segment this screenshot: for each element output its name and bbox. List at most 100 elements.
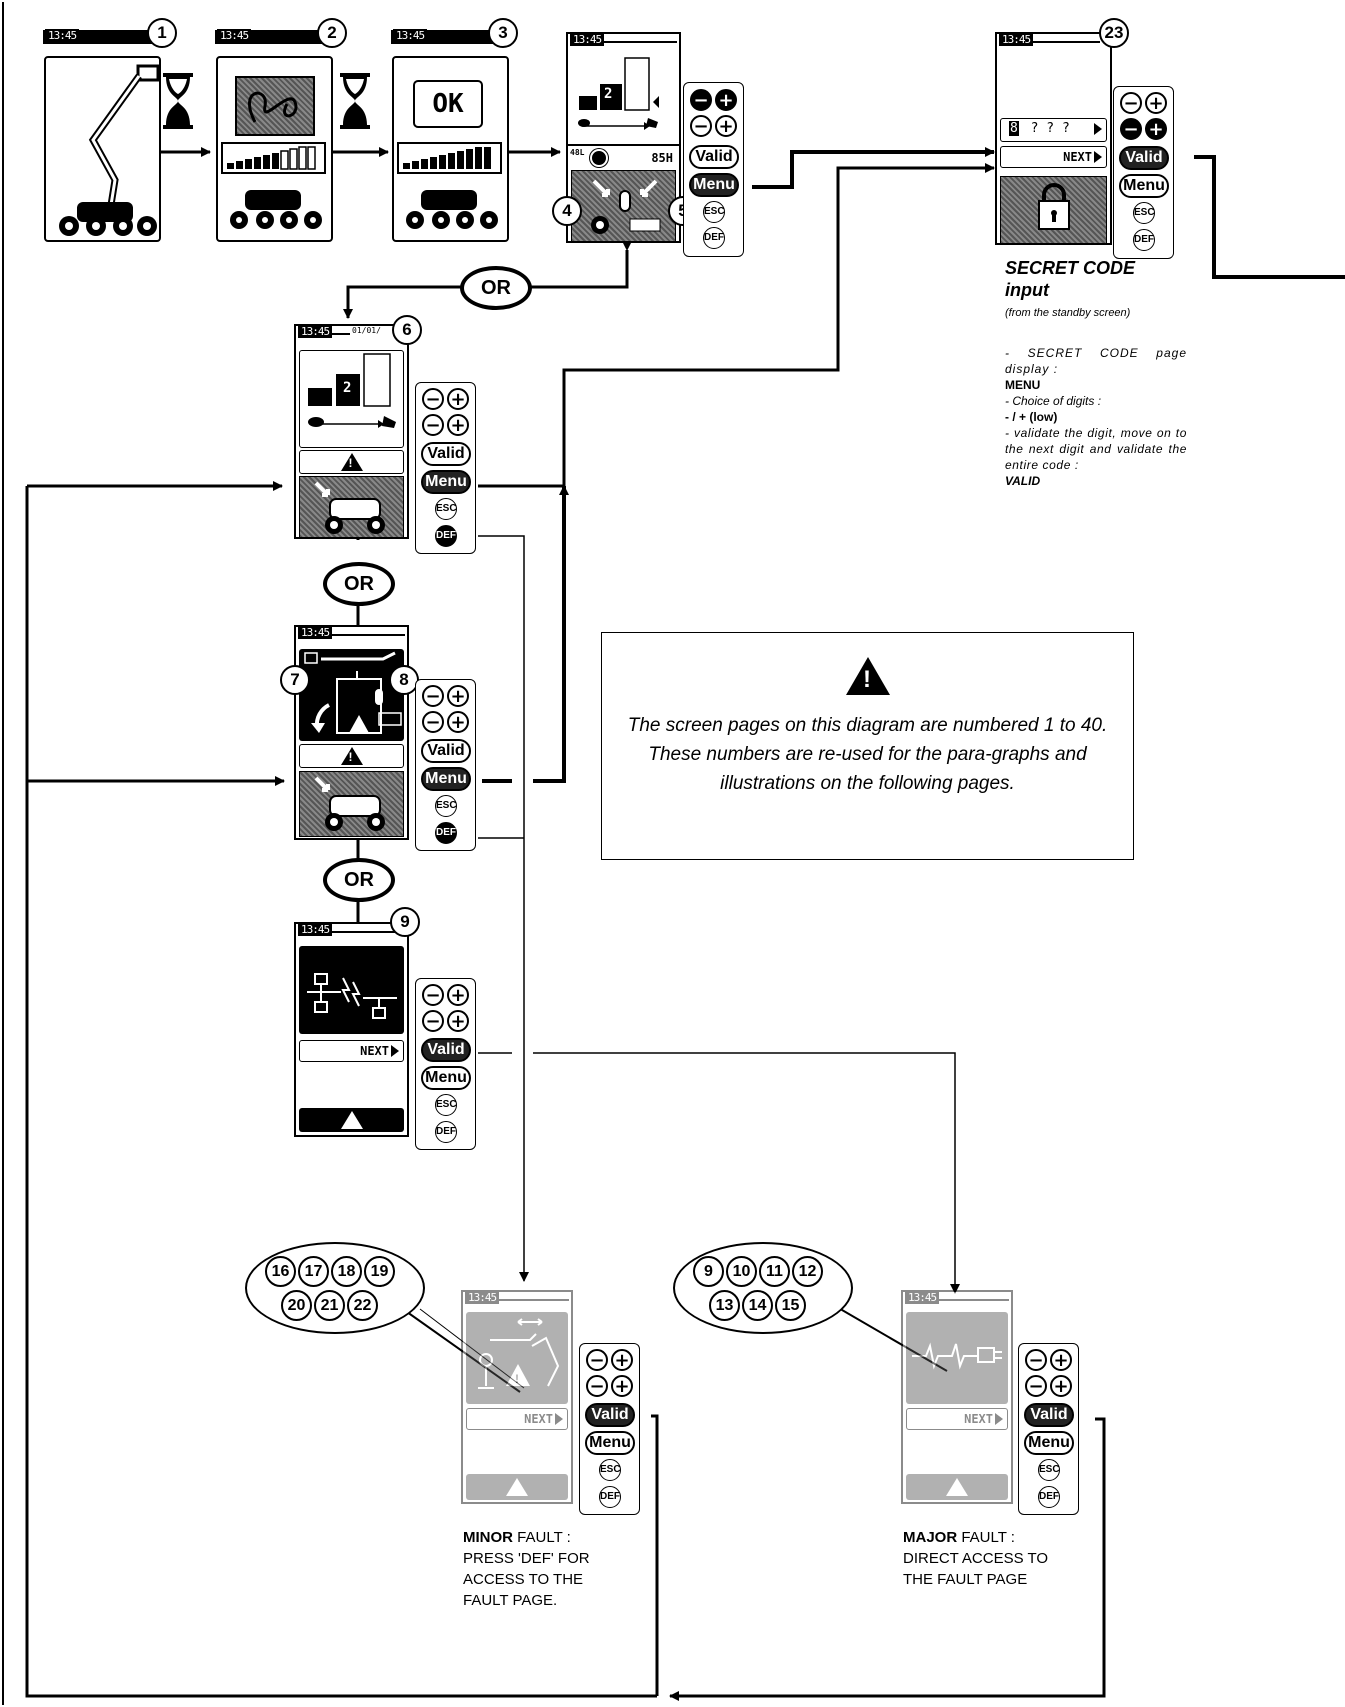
plus-key[interactable]: + <box>1050 1349 1072 1371</box>
major-label-rest: FAULT : <box>957 1529 1015 1546</box>
menu-button[interactable]: Menu <box>585 1431 635 1455</box>
minus-low-key[interactable]: − <box>422 414 444 436</box>
screen-1: 13:45 <box>43 29 161 242</box>
plus-low-key[interactable]: + <box>1050 1375 1072 1397</box>
warning-icon <box>340 453 363 471</box>
minus-key[interactable]: − <box>422 984 444 1006</box>
secret-code-title: SECRET CODE <box>1005 258 1136 278</box>
def-button[interactable]: DEF <box>435 1121 457 1143</box>
def-button[interactable]: DEF <box>703 227 725 249</box>
major-fault-caption: MAJOR FAULT : DIRECT ACCESS TO THE FAULT… <box>903 1527 1048 1590</box>
valid-button[interactable]: Valid <box>689 145 739 169</box>
minus-low-key[interactable]: − <box>1025 1375 1047 1397</box>
valid-button[interactable]: Valid <box>1024 1403 1074 1427</box>
secret-code-step-1-key: MENU <box>1005 378 1041 392</box>
minus-key[interactable]: − <box>1120 92 1142 114</box>
clock-label: 13:45 <box>45 29 80 42</box>
screen-ref: 14 <box>742 1290 773 1321</box>
minus-key[interactable]: − <box>1025 1349 1047 1371</box>
minus-key[interactable]: − <box>586 1349 608 1371</box>
or-to-6 <box>343 285 462 319</box>
esc-button[interactable]: ESC <box>1133 202 1155 224</box>
menu-button[interactable]: Menu <box>1119 174 1169 198</box>
esc-button[interactable]: ESC <box>435 1094 457 1116</box>
minus-low-key[interactable]: − <box>1120 118 1142 140</box>
aerial-lift-icon <box>59 64 160 236</box>
plus-key[interactable]: + <box>447 388 469 410</box>
next-button[interactable]: NEXT <box>299 1040 404 1062</box>
note-box: The screen pages on this diagram are num… <box>601 632 1134 860</box>
esc-button[interactable]: ESC <box>435 498 457 520</box>
menu-button[interactable]: Menu <box>689 173 739 197</box>
code-digits-pending: ? ? ? <box>1030 121 1070 136</box>
screen-number-2: 2 <box>317 18 347 48</box>
minus-low-key[interactable]: − <box>422 711 444 733</box>
menu-button[interactable]: Menu <box>421 1066 471 1090</box>
secret-code-step-3-key: VALID <box>1005 474 1041 488</box>
screen-ref: 12 <box>792 1256 823 1287</box>
or-to-4 <box>523 241 632 289</box>
def-6-to-minor <box>478 535 529 1282</box>
valid-button[interactable]: Valid <box>585 1403 635 1427</box>
esc-button[interactable]: ESC <box>1038 1459 1060 1481</box>
clock-label: 13:45 <box>298 923 333 936</box>
plus-low-key[interactable]: + <box>1145 118 1167 140</box>
arrow-4-to-23 <box>752 147 995 189</box>
keypad-panel: − + − + Valid Menu ESC DEF <box>683 82 744 257</box>
major-return <box>669 1417 1106 1701</box>
menu-button[interactable]: Menu <box>421 470 471 494</box>
valid-button[interactable]: Valid <box>421 1038 471 1062</box>
esc-button[interactable]: ESC <box>703 201 725 223</box>
clock-label: 13:45 <box>393 29 428 42</box>
plus-key[interactable]: + <box>715 89 737 111</box>
minus-key[interactable]: − <box>422 685 444 707</box>
plus-low-key[interactable]: + <box>447 711 469 733</box>
next-button[interactable]: NEXT <box>906 1408 1008 1430</box>
screen-4: 13:45 2 48L 85H <box>566 32 681 243</box>
valid-button[interactable]: Valid <box>1119 146 1169 170</box>
minus-key[interactable]: − <box>422 388 444 410</box>
plus-low-key[interactable]: + <box>447 1010 469 1032</box>
plus-low-key[interactable]: + <box>447 414 469 436</box>
def-button[interactable]: DEF <box>1133 229 1155 251</box>
screen-ref: 9 <box>693 1256 724 1287</box>
minus-low-key[interactable]: − <box>690 115 712 137</box>
major-fault-screen: 13:45 NEXT <box>901 1290 1013 1504</box>
def-button[interactable]: DEF <box>435 822 457 844</box>
menu-8-to-23 <box>533 485 569 783</box>
minus-low-key[interactable]: − <box>422 1010 444 1032</box>
minus-key[interactable]: − <box>690 89 712 111</box>
code-entry-field[interactable]: 8 ? ? ? <box>1000 118 1107 142</box>
clock-label: 13:45 <box>298 325 333 338</box>
esc-button[interactable]: ESC <box>435 795 457 817</box>
valid-button[interactable]: Valid <box>421 442 471 466</box>
plus-key[interactable]: + <box>447 984 469 1006</box>
def-button[interactable]: DEF <box>599 1486 621 1508</box>
menu-button[interactable]: Menu <box>1024 1431 1074 1455</box>
next-button[interactable]: NEXT <box>466 1408 568 1430</box>
machine-icon <box>299 476 404 538</box>
minus-low-key[interactable]: − <box>586 1375 608 1397</box>
menu-button[interactable]: Menu <box>421 767 471 791</box>
def-button[interactable]: DEF <box>435 525 457 547</box>
esc-button[interactable]: ESC <box>599 1459 621 1481</box>
valid-button[interactable]: Valid <box>421 739 471 763</box>
def-button[interactable]: DEF <box>1038 1486 1060 1508</box>
screen-ref: 22 <box>347 1290 378 1321</box>
screen-ref: 13 <box>709 1290 740 1321</box>
plus-low-key[interactable]: + <box>611 1375 633 1397</box>
next-button[interactable]: NEXT <box>1000 146 1107 168</box>
plus-key[interactable]: + <box>1145 92 1167 114</box>
valid-9-to-major <box>533 1052 960 1294</box>
screen-number-1: 1 <box>147 18 177 48</box>
secret-code-subtitle: (from the standby screen) <box>1005 307 1131 319</box>
plus-key[interactable]: + <box>447 685 469 707</box>
plus-low-key[interactable]: + <box>715 115 737 137</box>
clock-label: 13:45 <box>905 1291 940 1304</box>
screen-number-9: 9 <box>390 907 420 937</box>
ok-label: OK <box>413 80 483 128</box>
plus-key[interactable]: + <box>611 1349 633 1371</box>
minor-caption-line: ACCESS TO THE <box>463 1571 584 1588</box>
boom-fault-icon: ! <box>466 1312 568 1404</box>
